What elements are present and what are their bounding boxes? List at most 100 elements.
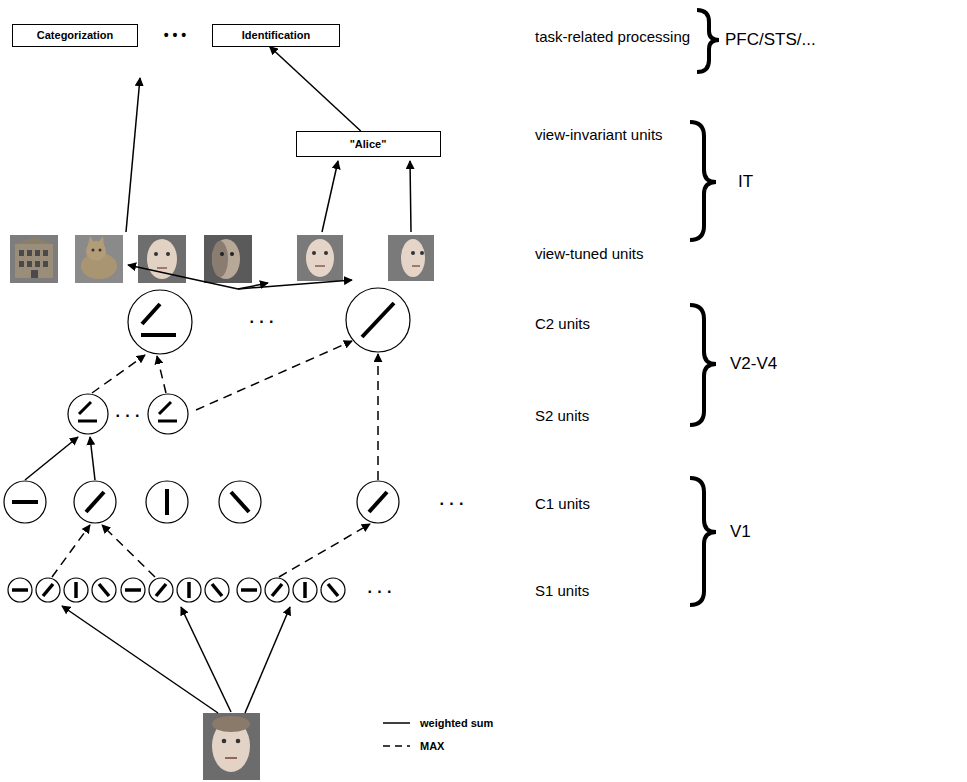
view-invariant-unit-box: "Alice" xyxy=(296,131,441,157)
c2-unit xyxy=(128,288,410,354)
input-face-image xyxy=(225,757,237,759)
ellipsis: · · · xyxy=(368,583,393,601)
view-tuned-picture xyxy=(27,261,32,267)
weighted-sum-arrow xyxy=(181,607,231,712)
legend-sample-line xyxy=(383,723,410,746)
s2-unit xyxy=(68,394,188,434)
s1-unit xyxy=(12,588,28,592)
weighted-sum-arrow xyxy=(238,280,352,289)
c1-unit xyxy=(219,481,261,523)
c2-unit xyxy=(141,333,176,337)
view-tuned-picture xyxy=(312,251,316,255)
task-box: Identification xyxy=(212,24,340,47)
level-label: view-tuned units xyxy=(535,245,643,262)
level-label: view-invariant units xyxy=(535,126,663,143)
c2-unit xyxy=(346,288,410,352)
s1-unit xyxy=(321,578,345,602)
s1-unit xyxy=(237,578,261,602)
view-tuned-picture xyxy=(154,252,158,256)
view-tuned-picture xyxy=(411,251,415,255)
s1-unit xyxy=(43,584,53,596)
view-tuned-picture xyxy=(10,235,434,283)
area-brace xyxy=(690,10,719,605)
c1-unit xyxy=(86,492,104,512)
s1-unit xyxy=(156,584,166,596)
max-arrow xyxy=(377,354,379,480)
area-label: IT xyxy=(738,172,753,192)
s1-unit xyxy=(272,584,282,596)
max-arrow xyxy=(157,356,166,393)
s1-unit xyxy=(205,578,229,602)
view-tuned-picture xyxy=(420,251,424,255)
s1-unit xyxy=(99,584,109,596)
view-tuned-picture xyxy=(15,244,53,278)
c2-unit xyxy=(362,303,394,337)
max-arrow xyxy=(279,524,370,577)
s1-unit xyxy=(64,578,88,602)
s1-unit xyxy=(149,578,173,602)
level-label: S2 units xyxy=(535,407,589,424)
ellipsis: · · · xyxy=(250,313,275,331)
view-tuned-picture xyxy=(19,250,48,278)
s1-unit xyxy=(212,584,222,596)
view-tuned-picture xyxy=(157,267,167,269)
area-label: V1 xyxy=(730,522,751,542)
s1-unit xyxy=(177,578,201,602)
task-box: Categorization xyxy=(12,24,138,47)
s2-unit xyxy=(79,402,91,414)
weighted-sum-arrow xyxy=(128,265,238,289)
area-brace xyxy=(690,122,716,240)
area-brace xyxy=(690,478,716,605)
view-tuned-picture xyxy=(15,237,53,244)
view-tuned-picture xyxy=(324,251,328,255)
weighted-sum-arrow xyxy=(90,437,95,480)
view-tuned-picture xyxy=(98,236,104,246)
ellipsis: · · · xyxy=(116,407,141,425)
c2-unit xyxy=(142,304,160,324)
c2-unit xyxy=(128,288,410,354)
area-brace xyxy=(697,10,719,72)
level-label: task-related processing xyxy=(535,28,690,45)
c1-unit xyxy=(369,492,387,512)
box-text: Categorization xyxy=(37,29,113,41)
s1-unit xyxy=(265,578,289,602)
view-tuned-picture xyxy=(388,235,434,281)
view-tuned-picture xyxy=(19,261,24,267)
input-face-image xyxy=(212,716,250,732)
ellipsis: · · · xyxy=(440,495,465,513)
s1-unit xyxy=(125,588,141,592)
c1-unit xyxy=(357,481,399,523)
input-face-image xyxy=(203,713,260,780)
s1-unit xyxy=(328,584,338,596)
level-label: S1 units xyxy=(535,582,589,599)
input-face-image xyxy=(236,739,241,744)
view-tuned-picture xyxy=(212,241,228,277)
s1-unit xyxy=(92,578,116,602)
view-tuned-picture xyxy=(412,265,420,267)
c1-unit xyxy=(74,481,116,523)
area-label: V2-V4 xyxy=(730,354,777,374)
s2-unit xyxy=(68,394,108,434)
input-face-image xyxy=(222,739,227,744)
s1-unit xyxy=(8,578,32,602)
view-tuned-picture xyxy=(10,235,58,283)
legend-sample-line xyxy=(383,722,410,724)
view-tuned-picture xyxy=(166,252,170,256)
weighted-sum-arrow xyxy=(322,161,338,232)
view-tuned-picture xyxy=(401,239,425,277)
view-tuned-picture xyxy=(35,250,40,256)
view-tuned-picture xyxy=(315,265,325,267)
c1-unit xyxy=(12,500,38,504)
level-label: C2 units xyxy=(535,315,590,332)
s1-unit xyxy=(8,578,345,602)
ellipsis: • • • xyxy=(164,27,186,43)
weighted-sum-arrow xyxy=(25,437,78,480)
view-tuned-picture xyxy=(212,239,240,279)
c1-unit xyxy=(4,481,46,523)
c1-unit xyxy=(4,481,399,523)
s2-unit xyxy=(148,394,188,434)
view-tuned-picture xyxy=(43,261,48,267)
s2-unit xyxy=(159,402,171,414)
c1-unit xyxy=(165,489,169,515)
